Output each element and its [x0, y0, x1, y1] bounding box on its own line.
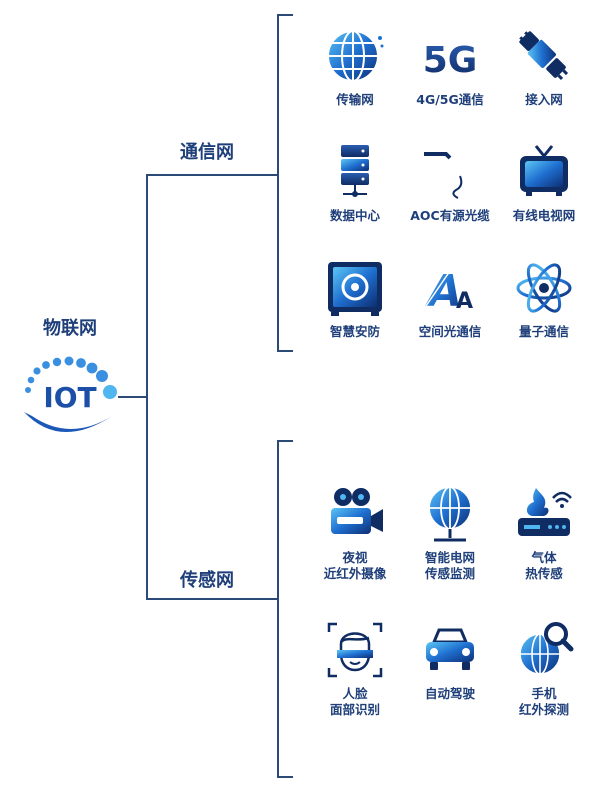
item-label-line1: 夜视	[342, 550, 368, 565]
item-label: 量子通信	[518, 324, 569, 339]
svg-text:IOT: IOT	[43, 381, 96, 414]
item-label: AOC有源光缆	[410, 208, 490, 223]
item-mobile-infrared: 手机 红外探测	[494, 620, 594, 718]
item-label-line2: 近红外摄像	[323, 566, 387, 581]
branch-label-sensing: 传感网	[180, 570, 234, 591]
item-label-line2: 红外探测	[518, 702, 569, 717]
bracket-bottom	[277, 440, 279, 778]
fiber-cable-icon	[424, 150, 476, 199]
root-connector	[118, 396, 146, 398]
item-autonomous-driving: 自动驾驶	[400, 620, 500, 702]
branch-top-line	[146, 174, 278, 176]
safe-icon	[328, 262, 382, 316]
item-face-recognition: 人脸 面部识别	[305, 620, 405, 718]
item-label: 传输网	[336, 92, 374, 107]
item-transmission-network: 传输网	[305, 26, 405, 108]
bracket-top-cap-1	[277, 14, 293, 16]
svg-text:A: A	[456, 289, 473, 314]
item-label-line1: 智能电网	[424, 550, 475, 565]
iot-logo: IOT	[20, 350, 120, 445]
item-label: 人脸 面部识别	[305, 686, 405, 718]
item-gas-thermal: 气体 热传感	[494, 484, 594, 582]
globe-icon	[327, 30, 384, 82]
item-quantum: 量子通信	[494, 258, 594, 340]
item-label-line1: 人脸	[342, 686, 368, 701]
item-label: 数据中心	[329, 208, 380, 223]
item-smart-grid: 智能电网 传感监测	[400, 484, 500, 582]
grid-globe-icon	[428, 486, 472, 542]
item-label: 空间光通信	[418, 324, 482, 339]
branch-bottom-line	[146, 598, 278, 600]
item-access-network: 接入网	[494, 26, 594, 108]
item-smart-security: 智慧安防	[305, 258, 405, 340]
item-night-vision: 夜视 近红外摄像	[305, 484, 405, 582]
item-label: 智能电网 传感监测	[400, 550, 500, 582]
root-label: 物联网	[43, 318, 97, 339]
item-label: 接入网	[525, 92, 563, 107]
plug-icon	[519, 31, 569, 81]
bracket-top	[277, 14, 279, 352]
server-icon	[341, 145, 369, 197]
item-label: 智慧安防	[329, 324, 380, 339]
svg-text:5G: 5G	[423, 40, 478, 81]
bracket-bottom-cap-1	[277, 440, 293, 442]
magnifier-globe-icon	[519, 622, 574, 675]
branch-label-communication: 通信网	[180, 142, 234, 163]
logo-dots-icon	[25, 356, 108, 393]
item-cable-tv: 有线电视网	[494, 142, 594, 224]
item-label-line2: 热传感	[525, 566, 563, 581]
item-label-line1: 手机	[531, 686, 557, 701]
item-space-optical: A A 空间光通信	[400, 258, 500, 340]
tv-icon	[520, 145, 568, 196]
trunk-line	[146, 174, 148, 600]
atom-icon	[516, 263, 572, 313]
item-label: 手机 红外探测	[494, 686, 594, 718]
item-label-line2: 面部识别	[329, 702, 380, 717]
item-aoc-cable: AOC有源光缆	[400, 142, 500, 224]
item-label-line2: 传感监测	[424, 566, 475, 581]
space-light-icon: A A	[425, 266, 473, 317]
item-label: 自动驾驶	[400, 686, 500, 702]
item-4g5g: 5G 4G/5G通信	[400, 26, 500, 108]
car-icon	[426, 628, 474, 670]
item-label: 气体 热传感	[494, 550, 594, 582]
item-data-center: 数据中心	[305, 142, 405, 224]
item-label: 4G/5G通信	[416, 92, 484, 107]
item-label: 有线电视网	[512, 208, 576, 223]
bracket-top-cap-2	[277, 350, 293, 352]
gas-sensor-icon	[518, 488, 572, 536]
video-camera-icon	[331, 488, 383, 534]
item-label: 夜视 近红外摄像	[305, 550, 405, 582]
5g-icon: 5G	[423, 40, 478, 81]
bracket-bottom-cap-2	[277, 776, 293, 778]
item-label-line1: 气体	[531, 550, 557, 565]
face-scan-icon	[327, 622, 383, 678]
svg-text:A: A	[425, 266, 462, 317]
item-label-line1: 自动驾驶	[424, 686, 475, 701]
